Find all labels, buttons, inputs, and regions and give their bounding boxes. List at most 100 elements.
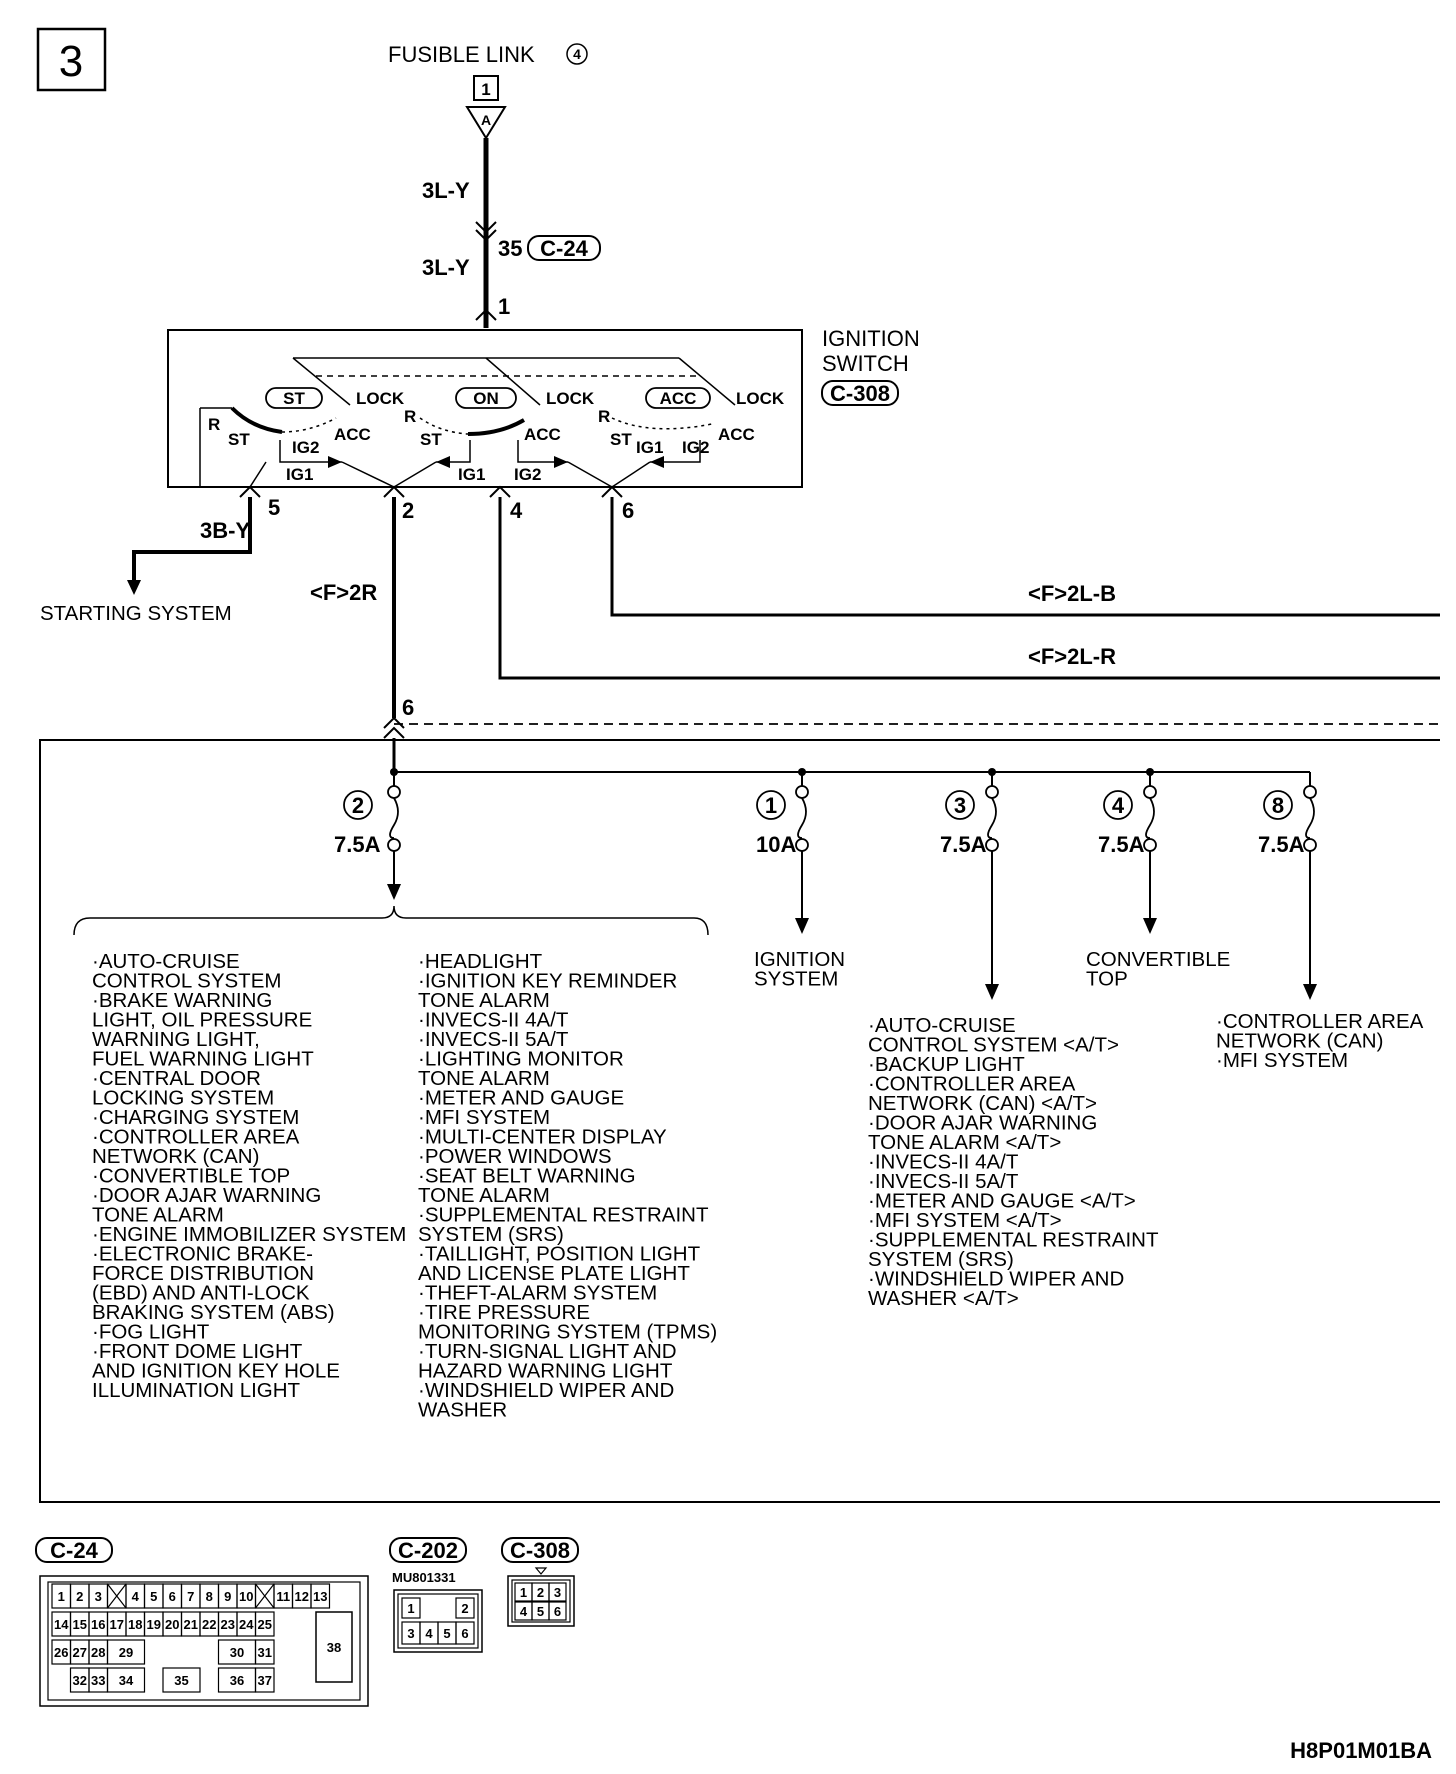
load-item: (EBD) AND ANTI-LOCK (92, 1282, 310, 1305)
connector-pin-number: 5 (443, 1626, 450, 1641)
switch3-st: ST (610, 430, 632, 449)
load-item: ·MULTI-CENTER DISPLAY (418, 1126, 667, 1149)
wire-3l-y-upper: 3L-Y (422, 178, 470, 203)
ignition-switch: IGNITION SWITCH C-308 ST LOCK R ST IG2 A… (167, 326, 920, 488)
load-item: HAZARD WARNING LIGHT (418, 1360, 673, 1383)
connector-c202-label: C-202 (398, 1538, 458, 1563)
load-item: AND LICENSE PLATE LIGHT (418, 1262, 690, 1285)
connector-pin-number: 4 (132, 1589, 140, 1604)
load-item: ·ENGINE IMMOBILIZER SYSTEM (92, 1223, 406, 1246)
switch3-acc: ACC (718, 425, 755, 444)
ignition-switch-connector: C-308 (830, 381, 890, 406)
switch3-ig1: IG1 (636, 438, 663, 457)
fuse-3-rating: 7.5A (940, 832, 987, 857)
switch-out-pin-5: 5 (268, 495, 280, 520)
load-item: ·TAILLIGHT, POSITION LIGHT (418, 1243, 701, 1266)
connector-pin-number: 20 (165, 1617, 179, 1632)
fuse-2-number: 2 (352, 793, 364, 818)
load-item: ·IGNITION KEY REMINDER (418, 970, 677, 993)
load-item: WASHER <A/T> (868, 1287, 1019, 1310)
fuse-4: 4 7.5A (1098, 772, 1157, 934)
connector-pin-number: 2 (76, 1589, 83, 1604)
load-item: ·WINDSHIELD WIPER AND (868, 1268, 1124, 1291)
switch-pos-acc: ACC (660, 389, 697, 408)
connector-pin-number: 29 (119, 1645, 133, 1660)
switch2-ig2: IG2 (514, 465, 541, 484)
connector-pin-number: 4 (425, 1626, 433, 1641)
connector-pin-number: 5 (537, 1604, 544, 1619)
connector-pin-number: 2 (537, 1585, 544, 1600)
connector-pin-number: 36 (230, 1673, 244, 1688)
load-item: ·CONTROLLER AREA (1216, 1010, 1424, 1033)
page-number: 3 (59, 37, 83, 86)
load-item: ·SUPPLEMENTAL RESTRAINT (418, 1204, 709, 1227)
connector-pin-cell (548, 1601, 567, 1621)
fuse-2-loads-col1: ·AUTO-CRUISE CONTROL SYSTEM·BRAKE WARNIN… (92, 950, 406, 1402)
switch1-ig2: IG2 (292, 438, 319, 457)
connector-pin-cell (455, 1621, 475, 1645)
connector-pin-number: 32 (73, 1673, 87, 1688)
switch3-r: R (598, 407, 610, 426)
switch2-acc: ACC (524, 425, 561, 444)
load-item: ·DOOR AJAR WARNING (868, 1112, 1097, 1135)
c24-pin-35: 35 (498, 236, 522, 261)
connector-pin-number: 12 (295, 1589, 309, 1604)
load-item: ·SEAT BELT WARNING (418, 1165, 636, 1188)
load-item: ·AUTO-CRUISE (92, 950, 240, 973)
load-item: ·POWER WINDOWS (418, 1145, 612, 1168)
switch-output-pins: 5 2 4 6 (239, 485, 634, 523)
fuse-1: 1 10A (756, 772, 809, 934)
connector-pin-cell (106, 1667, 146, 1693)
load-item: TONE ALARM (418, 1184, 550, 1207)
fuse-1-rating: 10A (756, 832, 796, 857)
load-item: ·WINDSHIELD WIPER AND (418, 1379, 674, 1402)
connector-pin-number: 35 (174, 1673, 188, 1688)
fuse-8-loads: ·CONTROLLER AREA NETWORK (CAN)·MFI SYSTE… (1216, 1010, 1424, 1072)
load-item: ·AUTO-CRUISE (868, 1014, 1016, 1037)
switch3-lock: LOCK (736, 389, 785, 408)
fuse-3-number: 3 (954, 793, 966, 818)
load-item: NETWORK (CAN) (1216, 1030, 1383, 1053)
connector-pin-number: 6 (554, 1604, 561, 1619)
fuse-3: 3 7.5A (940, 772, 999, 1000)
load-item: ·THEFT-ALARM SYSTEM (418, 1282, 657, 1305)
connector-pin-number: 23 (221, 1617, 235, 1632)
switch-pos-st: ST (283, 389, 305, 408)
fusible-link: FUSIBLE LINK 4 1 A (388, 42, 588, 140)
load-item: SYSTEM (SRS) (868, 1248, 1014, 1271)
ignition-switch-title-1: IGNITION (822, 326, 920, 351)
switch1-ig1: IG1 (286, 465, 313, 484)
fuse-8-number: 8 (1272, 793, 1284, 818)
connector-pin-number: 2 (461, 1601, 468, 1616)
load-item: NETWORK (CAN) <A/T> (868, 1092, 1097, 1115)
load-item: ·MFI SYSTEM (418, 1106, 550, 1129)
connector-pin-number: 18 (128, 1617, 142, 1632)
load-item: ·CONTROLLER AREA (868, 1073, 1076, 1096)
connector-pin-number: 33 (91, 1673, 105, 1688)
switch2-st: ST (420, 430, 442, 449)
connector-pin-number: 4 (520, 1604, 528, 1619)
starting-system-branch: 3B-Y STARTING SYSTEM (40, 497, 252, 625)
connector-pin-number: 1 (520, 1585, 527, 1600)
connector-pin-number: 28 (91, 1645, 105, 1660)
load-item: ·TIRE PRESSURE (418, 1301, 590, 1324)
fuse-8-rating: 7.5A (1258, 832, 1305, 857)
fuse-2-rating: 7.5A (334, 832, 381, 857)
wire-f2lr: <F>2L-R (1028, 644, 1116, 669)
load-item: ·CONTROLLER AREA (92, 1126, 300, 1149)
load-item: ·FRONT DOME LIGHT (92, 1340, 303, 1363)
fusible-link-pin: 1 (481, 80, 490, 99)
switch3-ig2: IG2 (682, 438, 709, 457)
fuse-2-loads-col2: ·HEADLIGHT·IGNITION KEY REMINDER TONE AL… (418, 950, 717, 1422)
connector-pin-number: 7 (187, 1589, 194, 1604)
connector-pin-number: 13 (313, 1589, 327, 1604)
load-item: MONITORING SYSTEM (TPMS) (418, 1321, 717, 1344)
connector-pin-number: 3 (407, 1626, 414, 1641)
load-item: FUEL WARNING LIGHT (92, 1048, 314, 1071)
fusible-link-number: 4 (573, 46, 581, 62)
starting-system-label: STARTING SYSTEM (40, 602, 232, 625)
load-item: ·CENTRAL DOOR (92, 1067, 261, 1090)
connector-pin-cell (254, 1611, 275, 1637)
connector-pin-number: 22 (202, 1617, 216, 1632)
